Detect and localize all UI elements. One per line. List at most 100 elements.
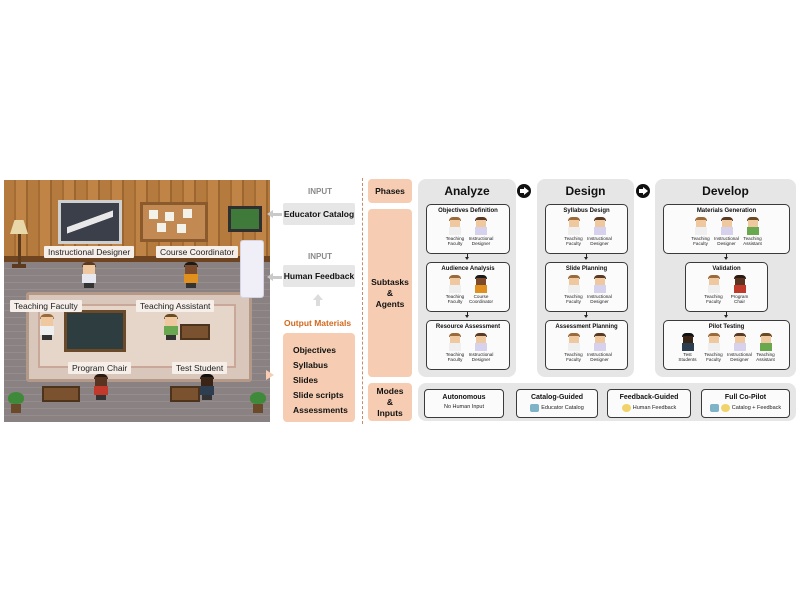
agent-avatar — [707, 333, 720, 351]
agent-name-line: Teaching — [564, 236, 583, 241]
agent-avatar — [567, 275, 580, 293]
output-item: Slide scripts — [293, 390, 344, 400]
task-title: Objectives Definition — [438, 208, 498, 214]
mode-autonomous: Autonomous No Human Input — [424, 389, 504, 418]
input-label: INPUT — [308, 252, 332, 261]
agent-avatar — [707, 275, 720, 293]
shirt — [733, 285, 746, 293]
phases-label: Phases — [368, 179, 412, 203]
shirt — [707, 285, 720, 293]
agent-name-line: Course — [473, 294, 489, 299]
agent-avatar — [593, 333, 606, 351]
mode-title: Autonomous — [442, 394, 486, 401]
hair — [449, 217, 461, 221]
agent-name-line: Faculty — [447, 299, 463, 304]
chalkboard — [64, 310, 126, 352]
task-title: Audience Analysis — [441, 266, 495, 272]
agent-name-line: Instructional — [714, 236, 739, 241]
phases-label-text: Phases — [375, 185, 405, 196]
note-icon — [149, 210, 158, 219]
face — [708, 336, 719, 343]
corkboard — [140, 202, 208, 242]
ampersand-text: & — [386, 287, 394, 298]
shirt — [475, 343, 487, 351]
face — [450, 220, 460, 227]
lamp-pole — [18, 234, 21, 264]
agent-name-line: Test — [683, 352, 692, 357]
agent-avatar — [681, 333, 694, 351]
teaching-assistant-character — [164, 314, 178, 340]
output-item: Syllabus — [293, 360, 328, 370]
arrow-stem — [272, 213, 282, 216]
task-title: Pilot Testing — [708, 324, 745, 330]
agent-avatar — [449, 333, 461, 351]
mode-title: Catalog-Guided — [530, 394, 584, 401]
output-item: Objectives — [293, 345, 336, 355]
task-title: Validation — [712, 266, 741, 272]
agent-name-line: Teaching — [564, 352, 583, 357]
agent-name-line: Faculty — [447, 357, 463, 362]
agent-name-line: Teaching — [756, 352, 775, 357]
educator-catalog-box: Educator Catalog — [283, 203, 355, 225]
agent-name-line: Teaching — [743, 236, 762, 241]
agent-name-line: Faculty — [706, 357, 721, 362]
shirt — [746, 227, 759, 235]
agent-avatar — [593, 217, 606, 235]
agent-avatar — [720, 217, 733, 235]
task-title: Materials Generation — [696, 208, 757, 214]
face — [476, 278, 486, 285]
agent-name-line: Designer — [590, 357, 609, 362]
shirt — [593, 343, 606, 351]
agent-name-line: Designer — [730, 357, 749, 362]
face — [594, 336, 605, 343]
face — [708, 278, 719, 285]
mode-subtitle: Catalog + Feedback — [702, 404, 789, 412]
output-arrow-icon — [266, 370, 274, 380]
agent-name-line: Teaching — [691, 236, 710, 241]
course-coordinator-label: Course Coordinator — [156, 246, 239, 258]
hair — [733, 275, 746, 279]
mode-subtitle-text: No Human Input — [443, 404, 485, 410]
teaching-faculty-label: Teaching Faculty — [10, 300, 82, 312]
agent-avatar — [733, 333, 746, 351]
agent-name-line: Faculty — [566, 357, 581, 362]
phase-title: Analyze — [444, 184, 490, 198]
feedback-icon — [621, 404, 631, 412]
hair — [707, 333, 720, 337]
catalog-icon — [530, 404, 540, 412]
test-student-label: Test Student — [172, 362, 228, 374]
modes-text: Modes — [376, 385, 404, 396]
hair — [475, 333, 487, 337]
face — [760, 336, 771, 343]
agent-name-line: Instructional — [587, 236, 612, 241]
agent-name-line: Faculty — [706, 299, 721, 304]
shirt — [475, 285, 487, 293]
task-title: Resource Assessment — [435, 324, 501, 330]
hair — [759, 333, 772, 337]
desk — [170, 386, 200, 402]
next-arrow-icon — [517, 184, 531, 198]
human-feedback-box: Human Feedback — [283, 265, 355, 287]
agent-name-line: Faculty — [447, 241, 463, 246]
agent-name-line: Assistant — [756, 357, 775, 362]
shirt — [567, 285, 580, 293]
